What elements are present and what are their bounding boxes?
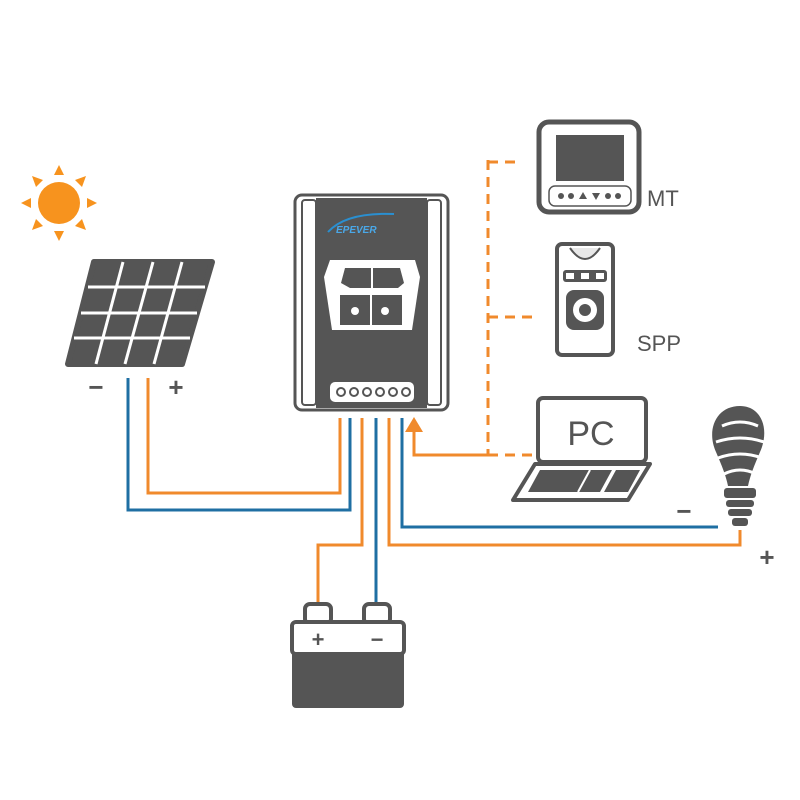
meter-label: MT (647, 186, 679, 211)
controller-display (324, 260, 420, 330)
wires (126, 378, 742, 608)
wire-panel-negative (126, 378, 352, 512)
charge-controller-icon: EPEVER (293, 193, 450, 412)
solar-panel-icon (65, 259, 215, 367)
pc-label: PC (567, 415, 614, 453)
brand-logo-text: EPEVER (336, 225, 377, 236)
battery-minus-label: − (371, 627, 384, 652)
wire-load-positive (387, 418, 742, 547)
controller-buttons (330, 382, 414, 402)
spp-label: SPP (637, 331, 681, 356)
panel-plus-label: + (168, 372, 183, 402)
remote-meter-icon (536, 119, 642, 215)
battery-plus-label: + (312, 627, 325, 652)
comm-wires (405, 160, 535, 457)
sun-icon (21, 165, 97, 241)
epever-logo: EPEVER (327, 212, 395, 236)
wire-battery-positive (316, 418, 364, 608)
load-minus-label: − (676, 496, 691, 526)
spp-icon (555, 242, 615, 357)
wire-panel-positive (146, 378, 342, 495)
light-bulb-icon (712, 406, 765, 526)
laptop-icon (511, 396, 652, 502)
load-plus-label: + (759, 542, 774, 572)
comm-arrowhead (405, 417, 423, 432)
comm-to-controller (412, 430, 488, 457)
battery-icon (290, 602, 406, 708)
wire-load-negative (400, 418, 718, 529)
panel-minus-label: − (88, 372, 103, 402)
